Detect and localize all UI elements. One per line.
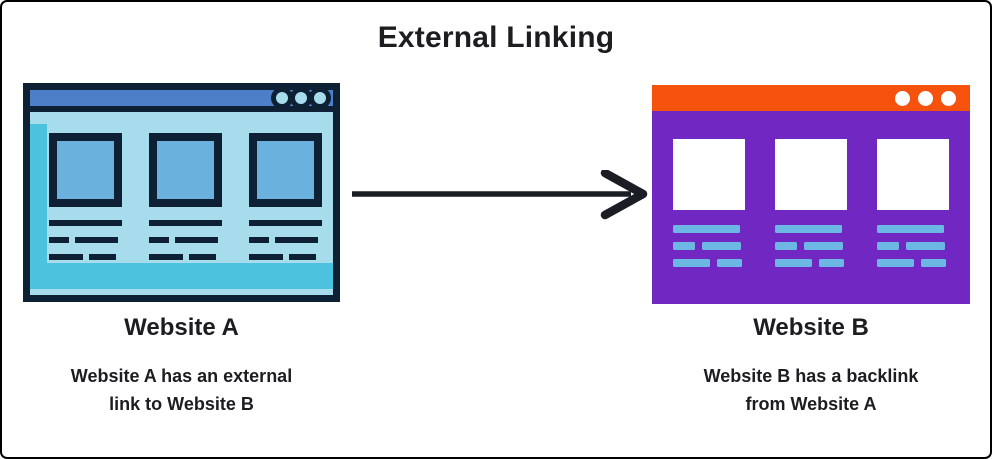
text-line-bar — [673, 242, 695, 250]
text-line-bar — [877, 242, 899, 250]
website-a-titlebar — [30, 87, 333, 112]
text-line-bar — [49, 254, 83, 260]
website-b-caption: Website B has a backlink from Website A — [637, 362, 985, 418]
website-b-label: Website B — [753, 314, 869, 341]
text-lines — [673, 225, 745, 267]
text-line-bar — [288, 254, 317, 260]
page-title: External Linking — [377, 21, 615, 54]
text-line-bar — [175, 237, 218, 243]
text-line-bar — [149, 237, 170, 243]
window-dot-icon — [309, 87, 331, 109]
text-line-bar — [673, 259, 711, 267]
text-line-bar — [701, 242, 742, 250]
website-b-caption-line1: Website B has a backlink — [703, 366, 919, 386]
website-b-body — [652, 111, 970, 304]
text-line-bar — [249, 254, 283, 260]
website-b-content-row — [673, 139, 949, 276]
text-line-bar — [88, 254, 117, 260]
text-line-bar — [275, 237, 318, 243]
text-line-bar — [75, 237, 118, 243]
text-line-bar — [819, 259, 844, 267]
text-line-bar — [717, 259, 742, 267]
text-line-bar — [877, 225, 944, 233]
window-dot-icon — [941, 90, 956, 106]
website-a-body — [30, 112, 333, 289]
content-card — [673, 139, 745, 276]
text-line-bar — [673, 225, 740, 233]
content-card — [149, 133, 222, 271]
window-dot-icon — [918, 90, 933, 106]
website-a-caption: Website A has an external link to Websit… — [8, 362, 355, 418]
website-a-caption-line2: link to Website B — [109, 394, 254, 414]
website-b-illustration — [652, 85, 970, 304]
text-line-bar — [149, 254, 183, 260]
text-line-bar — [249, 220, 322, 226]
text-line-bar — [249, 237, 270, 243]
text-line-bar — [49, 220, 122, 226]
text-line-bar — [877, 259, 915, 267]
arrow-right-icon — [352, 170, 648, 220]
text-line-bar — [775, 242, 797, 250]
content-card — [775, 139, 847, 276]
content-card — [249, 133, 322, 271]
window-dot-icon — [895, 90, 910, 106]
image-placeholder — [877, 139, 949, 210]
image-placeholder — [249, 133, 322, 207]
website-a-illustration — [23, 83, 340, 302]
text-line-bar — [775, 259, 813, 267]
image-placeholder — [149, 133, 222, 207]
image-placeholder — [49, 133, 122, 207]
content-card — [877, 139, 949, 276]
text-line-bar — [775, 225, 842, 233]
text-line-bar — [921, 259, 946, 267]
website-a-caption-line1: Website A has an external — [70, 366, 293, 386]
text-lines — [49, 220, 122, 260]
text-lines — [149, 220, 222, 260]
text-line-bar — [49, 237, 70, 243]
text-line-bar — [149, 220, 222, 226]
image-placeholder — [673, 139, 745, 210]
text-lines — [877, 225, 949, 267]
image-placeholder — [775, 139, 847, 210]
text-line-bar — [188, 254, 217, 260]
content-card — [49, 133, 122, 271]
text-lines — [249, 220, 322, 260]
text-line-bar — [905, 242, 946, 250]
text-line-bar — [803, 242, 844, 250]
website-a-content-row — [49, 133, 322, 271]
website-a-label: Website A — [124, 314, 239, 341]
text-lines — [775, 225, 847, 267]
website-b-caption-line2: from Website A — [745, 394, 877, 414]
website-b-titlebar — [652, 85, 970, 111]
